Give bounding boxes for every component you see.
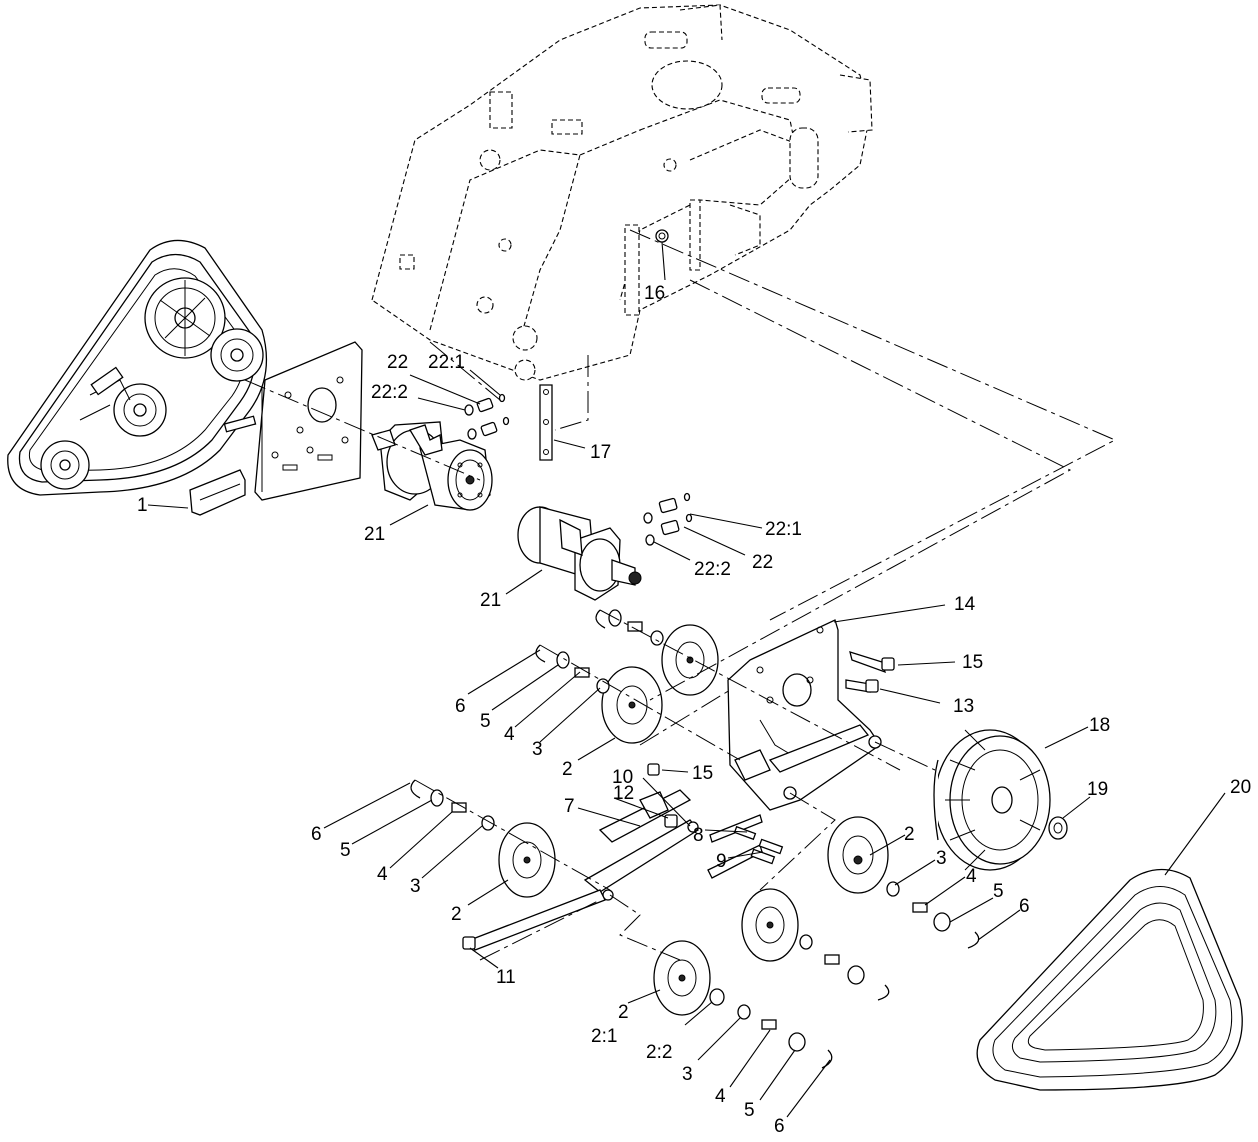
callout-22: 22 [387, 352, 408, 373]
rear-track-assembly [7, 239, 268, 496]
leader-lines [147, 241, 1226, 1118]
callout-1: 1 [137, 495, 148, 516]
callout-2: 2 [562, 759, 573, 780]
callout-5: 5 [480, 711, 491, 732]
hardware-stacks [410, 609, 980, 1069]
callout-6: 6 [311, 824, 322, 845]
callout-5: 5 [744, 1100, 755, 1121]
callout-10: 10 [612, 767, 633, 788]
callout-22: 22 [752, 552, 773, 573]
callout-19: 19 [1087, 779, 1108, 800]
idler-wheels [498, 624, 889, 1016]
nut-19 [1048, 816, 1068, 840]
callout-6: 6 [455, 696, 466, 717]
callout-15: 15 [962, 652, 983, 673]
callout-labels: 1 2 2 2 2 2:1 2:2 3 3 3 3 4 4 4 4 5 5 5 … [137, 283, 1251, 1137]
callout-3: 3 [410, 876, 421, 897]
assembly-center-lines [244, 229, 1117, 961]
main-frame [371, 4, 873, 381]
callout-15: 15 [692, 763, 713, 784]
callout-11: 11 [496, 967, 516, 988]
callout-5: 5 [340, 840, 351, 861]
callout-2: 2 [451, 904, 462, 925]
strap-17 [539, 384, 553, 461]
callout-20: 20 [1230, 777, 1251, 798]
tension-arm-7 [462, 789, 699, 951]
callout-3: 3 [936, 848, 947, 869]
callout-2: 2 [904, 824, 915, 845]
bolts-15-13 [647, 651, 895, 776]
callout-4: 4 [966, 866, 977, 887]
callout-5: 5 [993, 881, 1004, 902]
callout-22-2: 22:2 [371, 382, 408, 403]
callout-21: 21 [364, 524, 385, 545]
callout-18: 18 [1089, 715, 1110, 736]
center-bracket [727, 619, 882, 811]
lower-fittings [643, 492, 693, 546]
callout-2-2: 2:2 [646, 1042, 672, 1063]
callout-22-1: 22:1 [765, 519, 802, 540]
callout-6: 6 [774, 1116, 785, 1137]
callout-6: 6 [1019, 896, 1030, 917]
callout-16: 16 [644, 283, 665, 304]
callout-3: 3 [532, 739, 543, 760]
callout-2: 2 [618, 1002, 629, 1023]
front-hydraulic-motor [517, 506, 642, 601]
callout-2-1: 2:1 [591, 1026, 617, 1047]
callout-21: 21 [480, 590, 501, 611]
callout-17: 17 [590, 442, 611, 463]
callout-4: 4 [504, 724, 515, 745]
upper-fittings [464, 393, 510, 440]
callout-4: 4 [377, 864, 388, 885]
brackets-8-9-10 [687, 814, 784, 879]
callout-13: 13 [953, 696, 974, 717]
callout-7: 7 [564, 796, 575, 817]
callout-22-1: 22:1 [428, 352, 465, 373]
callout-14: 14 [954, 594, 976, 615]
drive-sprocket-18 [933, 729, 1051, 871]
callout-4: 4 [715, 1086, 726, 1107]
callout-9: 9 [716, 851, 727, 872]
track-belt-20 [976, 868, 1243, 1091]
callout-12: 12 [613, 783, 634, 804]
rear-motor-plate [189, 341, 363, 516]
callout-22-2: 22:2 [694, 559, 731, 580]
rear-hydraulic-motor [371, 421, 493, 511]
callout-3: 3 [682, 1064, 693, 1085]
callout-8: 8 [693, 825, 704, 846]
